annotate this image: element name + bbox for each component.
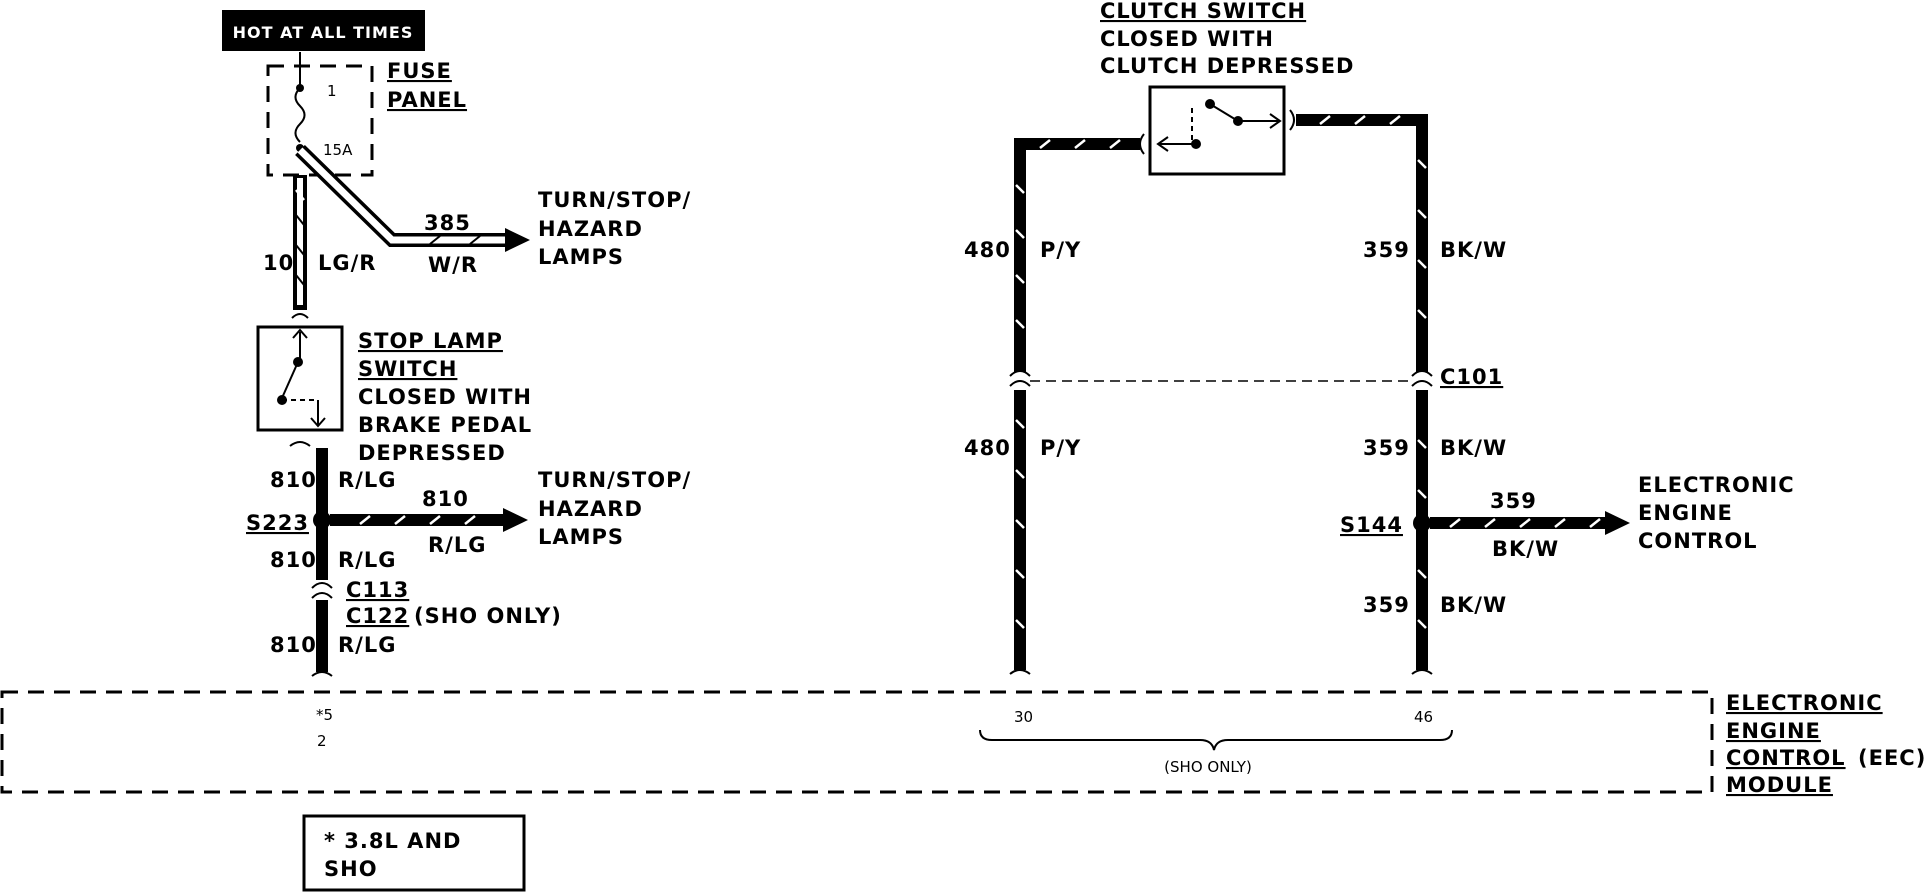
footnote-line-2: SHO — [324, 857, 378, 881]
wire-810-d-number: 810 — [270, 633, 317, 657]
stop-switch-line-2: SWITCH — [358, 357, 457, 381]
wire-810-a-color: R/LG — [338, 468, 396, 492]
eec-pin-30: 30 — [1014, 708, 1033, 726]
eec-pin-46: 46 — [1414, 708, 1433, 726]
connector-c113: C113 — [346, 578, 409, 602]
wire-385-number: 385 — [424, 211, 471, 235]
eec-pin-2: 2 — [317, 732, 327, 750]
wire-359-upper — [1296, 114, 1428, 372]
fuse-number: 1 — [327, 82, 337, 100]
fuse-panel-title-1: FUSE — [387, 59, 452, 83]
hot-at-all-times-box — [222, 10, 425, 51]
eec-module-box — [0, 690, 1714, 794]
footnote-box — [302, 814, 526, 892]
wire-480-upper — [1014, 138, 1140, 372]
wire-480-a-number: 480 — [964, 238, 1011, 262]
splice-s144-dot — [1413, 514, 1431, 532]
wire-359-b-number: 359 — [1363, 436, 1410, 460]
load-tsh-2-line-2: HAZARD — [538, 497, 643, 521]
wire-359-c-color: BK/W — [1492, 537, 1559, 561]
wire-810-a-number: 810 — [270, 468, 317, 492]
connector-sho-only: (SHO ONLY) — [414, 604, 562, 628]
connector-c122: C122 — [346, 604, 409, 628]
connector-c101: C101 — [1440, 365, 1503, 389]
clutch-switch-line-2: CLOSED WITH — [1100, 27, 1274, 51]
module-label-4: MODULE — [1726, 773, 1833, 797]
load-eec-line-3: CONTROL — [1638, 529, 1758, 553]
stop-switch-line-1: STOP LAMP — [358, 329, 503, 353]
eec-pin-star: *5 — [316, 706, 333, 724]
load-tsh-2-line-3: LAMPS — [538, 525, 624, 549]
splice-s144: S144 — [1340, 513, 1403, 537]
splice-s223-dot — [313, 511, 331, 529]
stop-switch-line-3: CLOSED WITH — [358, 385, 532, 409]
arrow-359 — [1605, 511, 1630, 535]
wire-810-b-number: 810 — [422, 487, 469, 511]
wire-385 — [295, 144, 510, 247]
load-tsh-2-line-1: TURN/STOP/ — [538, 468, 691, 492]
load-tsh-1-line-1: TURN/STOP/ — [538, 188, 691, 212]
eec-sho-only: (SHO ONLY) — [1164, 758, 1252, 776]
wire-359-b-color: BK/W — [1440, 436, 1507, 460]
fuse-rating: 15A — [323, 141, 353, 159]
wire-359-a-number: 359 — [1363, 238, 1410, 262]
load-eec-line-1: ELECTRONIC — [1638, 473, 1795, 497]
wire-359-d-number: 359 — [1363, 593, 1410, 617]
wire-10-color: LG/R — [318, 251, 376, 275]
arrow-385 — [505, 228, 530, 252]
load-eec-line-2: ENGINE — [1638, 501, 1733, 525]
footnote-line-1: * 3.8L AND — [324, 829, 461, 853]
stop-switch-line-5: DEPRESSED — [358, 441, 506, 465]
wire-359-a-color: BK/W — [1440, 238, 1507, 262]
wire-359-c-number: 359 — [1490, 489, 1537, 513]
module-label-3: CONTROL — [1726, 746, 1846, 770]
wire-10-number: 10 — [263, 251, 294, 275]
sho-only-brace — [979, 729, 1453, 751]
wire-810-c-color: R/LG — [338, 548, 396, 572]
fuse-panel-title-2: PANEL — [387, 88, 467, 112]
module-label-1: ELECTRONIC — [1726, 691, 1883, 715]
wire-385-color: W/R — [428, 253, 478, 277]
wire-480-a-color: P/Y — [1040, 238, 1081, 262]
splice-s223: S223 — [246, 511, 309, 535]
load-tsh-1-line-2: HAZARD — [538, 217, 643, 241]
clutch-switch-box — [1148, 85, 1286, 176]
stop-switch-line-4: BRAKE PEDAL — [358, 413, 532, 437]
wire-810-d-color: R/LG — [338, 633, 396, 657]
stop-lamp-switch-box — [256, 325, 344, 432]
fuse-panel-box — [266, 64, 374, 177]
load-tsh-1-line-3: LAMPS — [538, 245, 624, 269]
fuse-symbol — [294, 87, 306, 143]
wire-480-b-color: P/Y — [1040, 436, 1081, 460]
hot-at-all-times-label: HOT AT ALL TIMES — [233, 23, 414, 42]
wire-810-c-number: 810 — [270, 548, 317, 572]
module-label-eec: (EEC) — [1858, 746, 1924, 770]
clutch-switch-line-3: CLUTCH DEPRESSED — [1100, 54, 1355, 78]
module-label-2: ENGINE — [1726, 719, 1821, 743]
arrow-810 — [503, 508, 528, 532]
clutch-switch-line-1: CLUTCH SWITCH — [1100, 0, 1306, 23]
wire-359-d-color: BK/W — [1440, 593, 1507, 617]
wire-480-b-number: 480 — [964, 436, 1011, 460]
wire-810-b-color: R/LG — [428, 533, 486, 557]
